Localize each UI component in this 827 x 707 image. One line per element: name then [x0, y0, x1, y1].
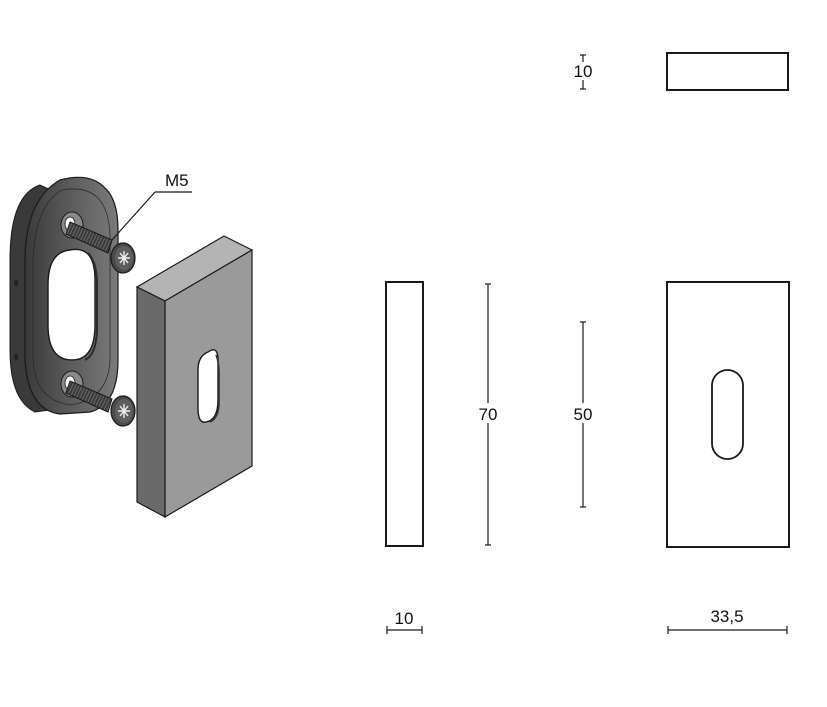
top-view: 10 [573, 52, 789, 91]
escutcheon-plate-3d [135, 235, 254, 519]
front-width-dimension: 33,5 [667, 607, 788, 634]
height-dimension: 70 [476, 283, 500, 546]
screw-top [65, 221, 136, 274]
isometric-view: M5 [9, 171, 254, 519]
svg-text:50: 50 [574, 405, 593, 424]
center-span-dimension: 50 [571, 321, 595, 508]
screw-callout: M5 [111, 171, 192, 241]
side-view: 70 10 [385, 281, 500, 634]
front-view: 33,5 [666, 281, 790, 634]
top-thickness-dimension: 10 [573, 54, 593, 90]
side-width-dimension: 10 [386, 609, 423, 634]
top-view-outline [666, 52, 789, 91]
svg-text:10: 10 [574, 62, 593, 81]
mounting-base [9, 176, 119, 415]
screw-label: M5 [165, 171, 189, 190]
side-view-outline [385, 281, 424, 547]
screw-bottom [65, 380, 136, 427]
svg-text:70: 70 [479, 405, 498, 424]
svg-text:10: 10 [395, 609, 414, 628]
keyhole-slot [711, 369, 744, 460]
svg-text:33,5: 33,5 [710, 607, 743, 626]
